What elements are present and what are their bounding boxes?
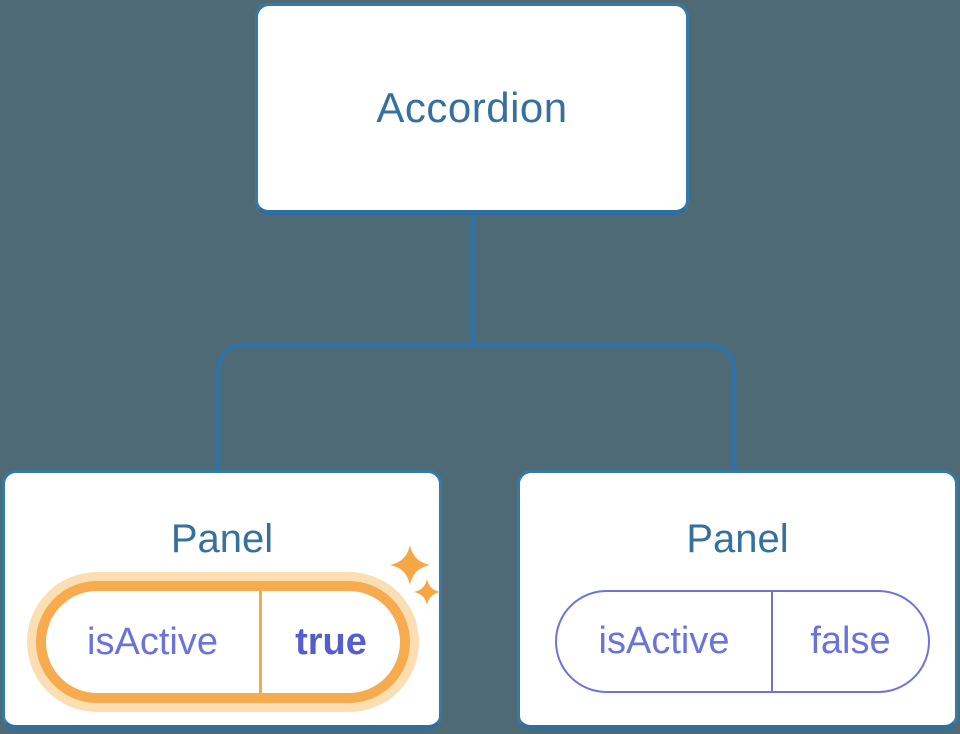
state-pill-inactive: isActive false	[555, 590, 930, 693]
node-label: Panel	[686, 517, 789, 561]
connector-branch	[215, 342, 737, 470]
state-key: isActive	[557, 592, 773, 691]
sparkle-icon	[390, 545, 430, 585]
sparkle-icon	[414, 579, 440, 605]
node-label: Panel	[170, 517, 274, 561]
component-node-panel-inactive: Panel isActive false	[517, 470, 958, 730]
component-node-panel-active: Panel isActive true	[2, 470, 442, 730]
state-key: isActive	[46, 591, 262, 693]
node-label: Accordion	[376, 84, 568, 131]
state-pill-active: isActive true	[36, 581, 410, 703]
state-value: false	[810, 620, 891, 662]
component-node-accordion: Accordion	[255, 3, 689, 215]
state-value: true	[295, 620, 367, 663]
